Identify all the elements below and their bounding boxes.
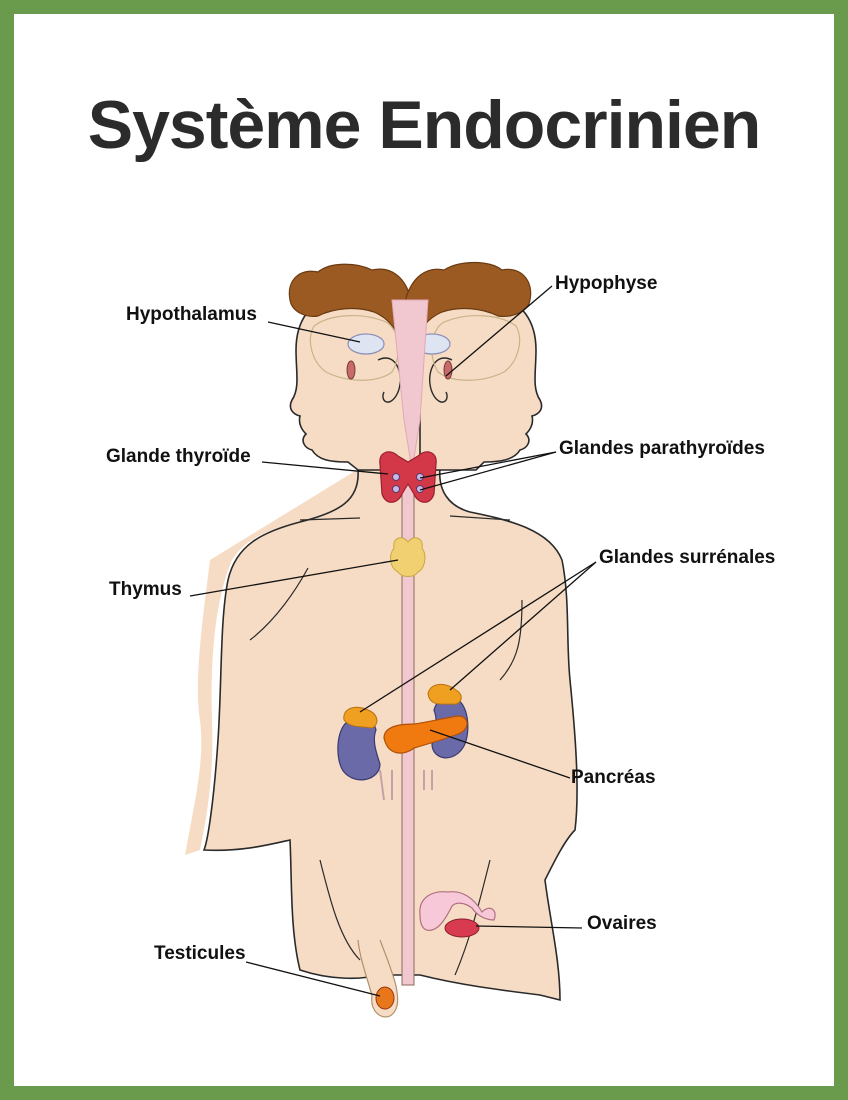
hypothalamus-left xyxy=(347,333,385,355)
thymus-gland xyxy=(390,537,426,577)
label-thymus: Thymus xyxy=(109,579,182,600)
leader-thyroide xyxy=(261,461,389,475)
brain-left xyxy=(309,315,399,381)
ear-left xyxy=(377,357,401,403)
abdomen-line xyxy=(319,859,361,961)
leader-parathyroide-2 xyxy=(419,451,557,491)
leader-ovaires xyxy=(475,925,583,929)
leader-testicules xyxy=(245,961,381,997)
ureter-left xyxy=(379,769,393,801)
parathyroid-1 xyxy=(392,473,400,481)
hip-line xyxy=(454,859,491,976)
leader-parathyroide-1 xyxy=(419,451,557,479)
brain-right xyxy=(431,315,521,381)
pituitary-right xyxy=(443,360,453,380)
ovary xyxy=(444,918,480,938)
parathyroid-2 xyxy=(392,485,400,493)
adrenal-left xyxy=(343,706,378,729)
leader-hypophyse xyxy=(445,285,553,377)
label-hypothalamus: Hypothalamus xyxy=(126,304,257,325)
leader-hypothalamus xyxy=(267,321,361,343)
uterus xyxy=(419,891,496,931)
leader-pancreas xyxy=(429,729,571,779)
label-glandes-parathyroides: Glandes parathyroïdes xyxy=(559,438,765,459)
kidney-left xyxy=(337,717,381,781)
chest-contour xyxy=(299,515,511,521)
label-hypophyse: Hypophyse xyxy=(555,273,658,294)
label-pancreas: Pancréas xyxy=(571,767,656,788)
pituitary-left xyxy=(346,360,356,380)
label-glande-thyroide: Glande thyroïde xyxy=(106,446,251,467)
pancreas-organ xyxy=(383,715,468,754)
label-ovaires: Ovaires xyxy=(587,913,657,934)
leader-thymus xyxy=(189,559,399,597)
testicle xyxy=(375,986,395,1010)
adrenal-right xyxy=(427,684,462,705)
leader-lines xyxy=(189,285,597,997)
diagram-title: Système Endocrinien xyxy=(87,87,762,163)
arm-line-left xyxy=(249,567,309,641)
brainstem xyxy=(391,299,429,471)
leader-surrenale-left xyxy=(359,561,597,713)
label-glandes-surrenales: Glandes surrénales xyxy=(599,547,776,568)
body-silhouette xyxy=(185,468,360,855)
label-testicules: Testicules xyxy=(154,943,246,964)
arm-line-right xyxy=(499,599,523,681)
ureter-right xyxy=(423,770,433,790)
leader-surrenale-right xyxy=(449,561,597,691)
